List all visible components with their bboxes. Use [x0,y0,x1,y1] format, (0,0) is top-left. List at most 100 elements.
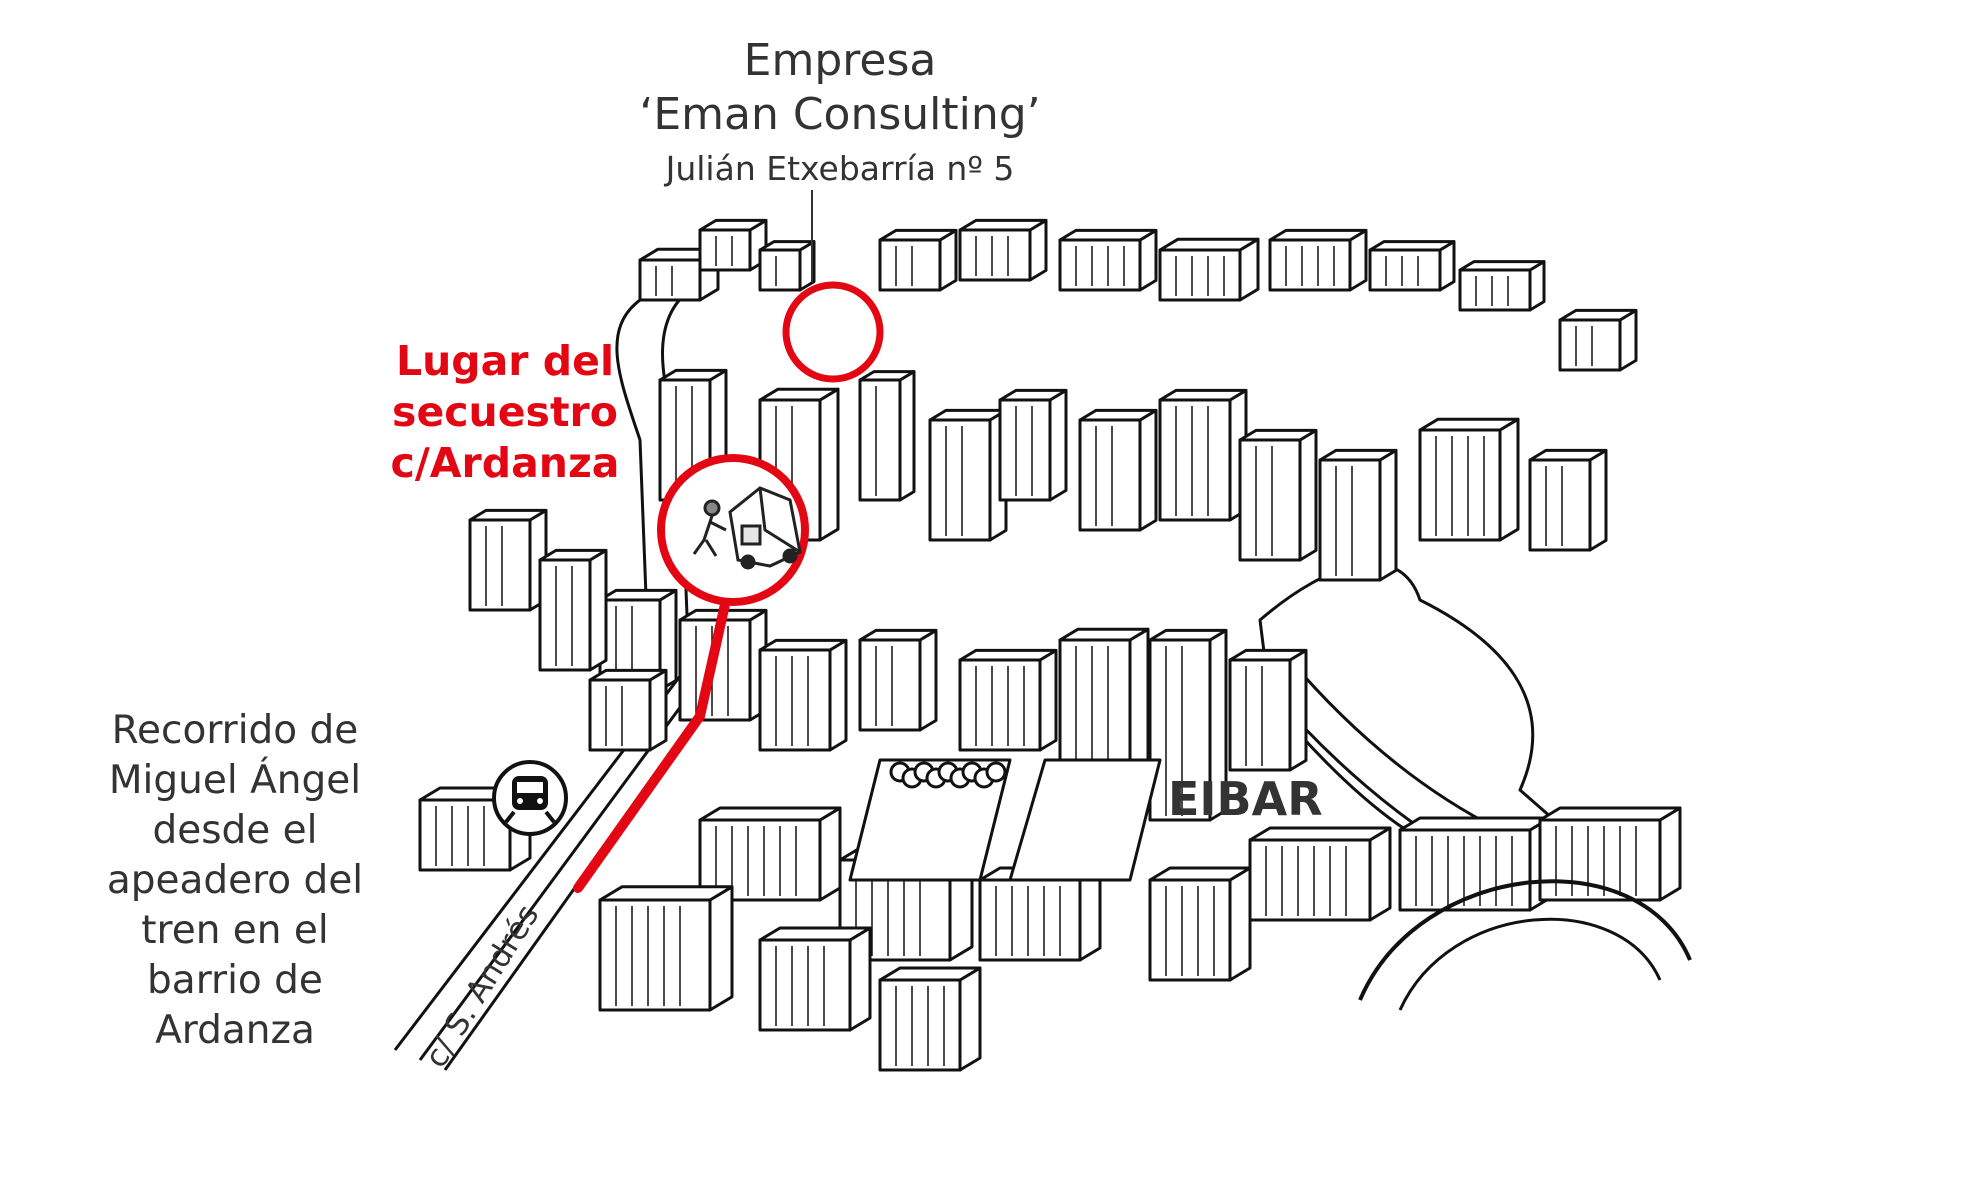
building-front [758,248,802,292]
building-side [818,806,842,902]
building-front [1158,248,1242,302]
building-roof [1558,308,1638,322]
building-side [1038,648,1058,752]
building-roof [758,638,848,652]
building-roof [1318,448,1398,462]
building-roof [658,368,728,382]
building-front [1418,428,1502,542]
route-line: apeadero del [106,858,364,903]
building-front [878,978,962,1072]
route-line: Ardanza [155,1008,315,1053]
kidnap-line1: Lugar del [395,337,615,385]
building-roof [1058,627,1150,642]
building-front [538,558,592,672]
building-side [1498,417,1520,542]
building-front [1228,658,1292,772]
tree [985,761,1007,783]
building-roof [928,408,1008,422]
route-label: Recorrido de Miguel Ángel desde el apead… [80,706,390,1056]
building-side [1228,866,1252,982]
building-side [1378,448,1398,582]
building-roof [1398,816,1552,832]
building-side [588,548,608,672]
building-side [1288,648,1308,772]
building-front [1528,458,1592,552]
kidnap-marker [657,454,809,606]
city-label: EIBAR [1168,772,1323,826]
building-roof [958,648,1058,662]
company-address: Julián Etxebarría nº 5 [665,149,1015,188]
building-front [1058,238,1142,292]
building-front [928,418,992,542]
kidnap-line3: c/Ardanza [390,439,620,487]
building-roof [588,668,668,682]
building-front [1268,238,1352,292]
building-roof [1418,417,1520,432]
building-roof [1228,648,1308,662]
building-roof [1148,866,1252,882]
buildings-sketch [393,218,1692,1072]
building-front [1148,878,1232,982]
train-icon [492,760,568,836]
building-side [1138,408,1158,532]
building-roof [1158,237,1260,252]
building-side [1368,826,1392,922]
road-edge [615,298,652,701]
building-front [1158,398,1232,522]
building-front [958,658,1042,752]
building-front [978,878,1082,962]
building-side [898,370,916,502]
building-roof [998,388,1068,402]
building-roof [958,218,1048,232]
building-front [1318,458,1382,582]
van-icon [692,486,802,570]
building-front [858,638,922,732]
building-front [758,648,832,752]
building-side [828,638,848,752]
company-title: Empresa ‘Eman Consulting’ [590,34,1090,142]
route-line: Recorrido de [111,708,359,753]
arena-inner [1398,917,1662,1011]
building-front [638,258,702,302]
building-side [1048,388,1068,502]
building-front [588,678,652,752]
building-front [878,238,942,292]
company-title-line2: ‘Eman Consulting’ [639,89,1041,140]
building-front [1238,438,1302,562]
building-roof [858,370,916,382]
building-roof [1528,448,1608,462]
building-roof [878,966,982,982]
building-side [708,885,734,1012]
building-roof [698,806,842,822]
building-side [818,387,840,542]
building-roof [1058,228,1158,242]
building-front [1558,318,1622,372]
building-roof [758,926,872,942]
building-roof [1368,240,1456,252]
building-roof [878,228,958,242]
route-line: desde el [152,808,318,853]
building-roof [1158,388,1248,402]
building-roof [1458,260,1546,272]
building-roof [858,628,938,642]
arena-outer [1358,879,1692,1001]
building-roof [1078,408,1158,422]
kidnap-line2: secuestro [392,388,618,436]
building-roof [598,588,678,602]
building-front [698,228,752,272]
building-side [1078,866,1102,962]
building-roof [758,387,840,402]
building-roof [1538,806,1682,822]
building-side [848,926,872,1032]
building-side [1588,448,1608,552]
river-line [1288,659,1501,832]
route-line: Miguel Ángel [108,758,362,803]
building-side [648,668,668,752]
building-front [468,518,532,612]
building-side [918,628,938,732]
building-front [958,228,1032,282]
route-line: tren en el [141,908,329,953]
building-front [1368,248,1442,292]
